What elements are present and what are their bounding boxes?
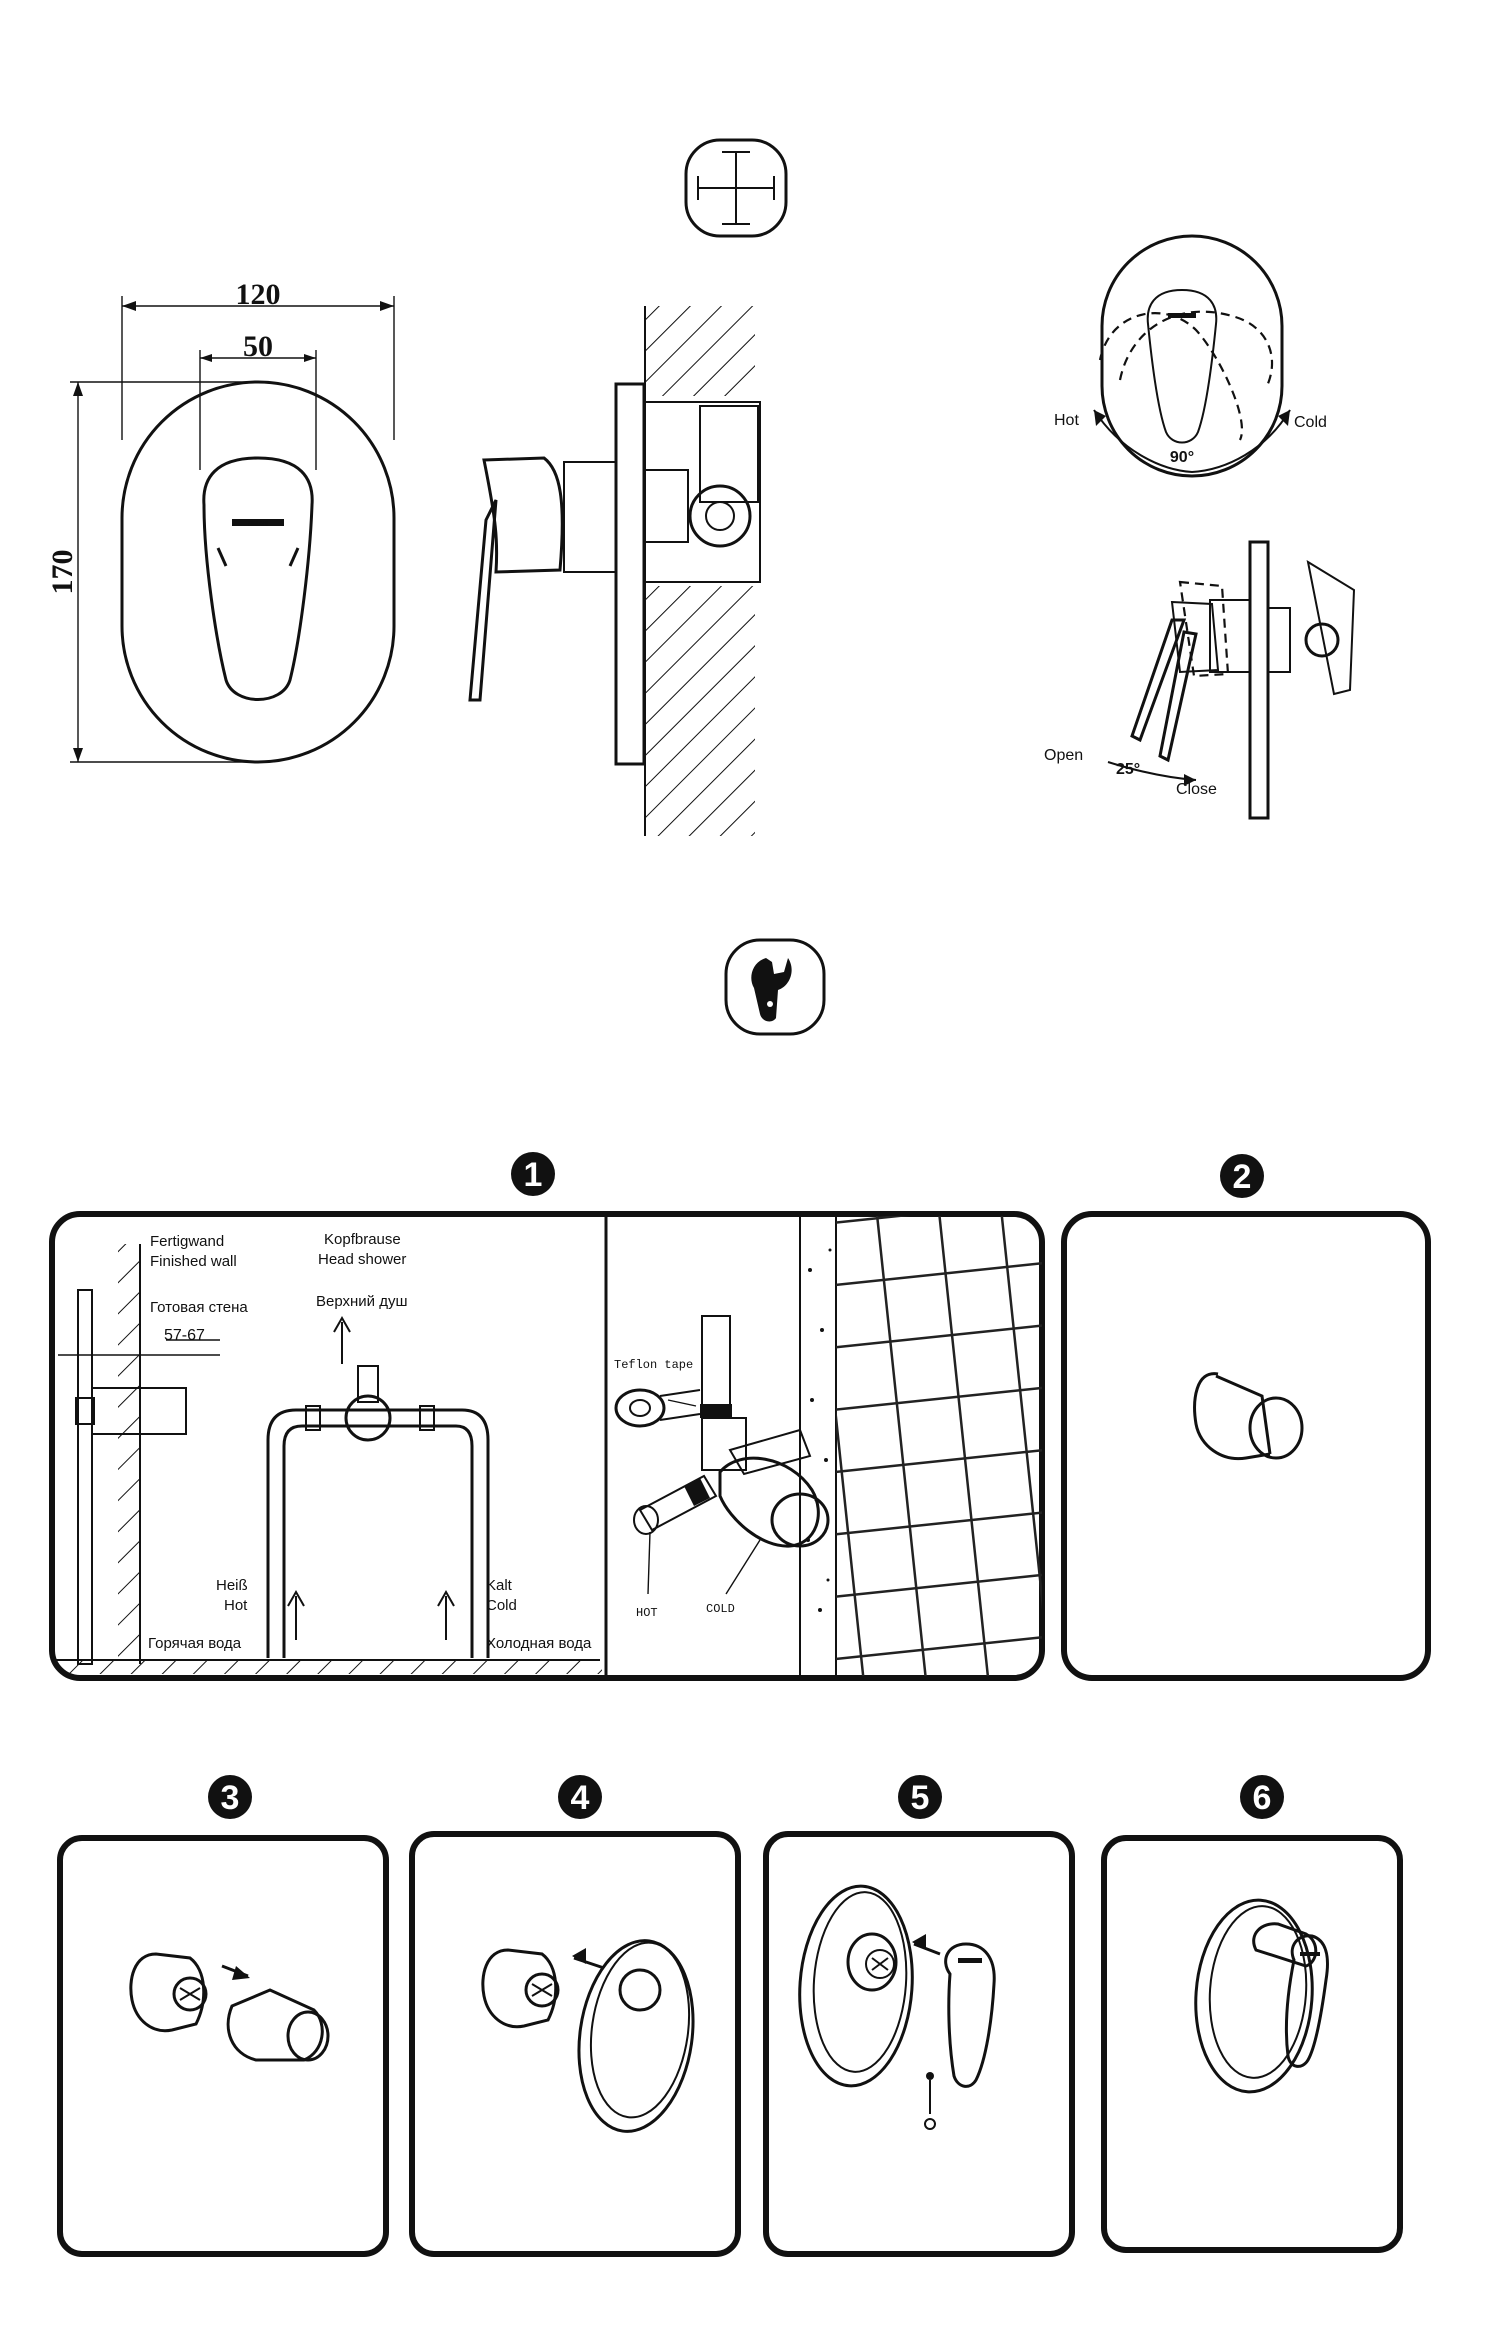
dimension-cross-icon	[684, 138, 788, 238]
rotation-diagram	[1093, 234, 1291, 478]
step-1-panel	[49, 1211, 1045, 1681]
finished-wall-en: Finished wall	[150, 1253, 237, 1270]
head-shower-de: Kopfbrause	[324, 1231, 401, 1248]
close-label: Close	[1176, 781, 1217, 798]
hot-water-ru: Горячая вода	[148, 1635, 242, 1652]
teflon-tape-label: Teflon tape	[614, 1358, 693, 1372]
step-2-panel	[1061, 1211, 1431, 1681]
svg-text:1: 1	[524, 1156, 543, 1194]
hot-water-en: Hot	[224, 1597, 248, 1614]
hot-rotation-label: Hot	[1054, 412, 1079, 429]
step-3-panel	[57, 1835, 389, 2257]
finished-wall-de: Fertigwand	[150, 1233, 224, 1250]
brand-mark: SMAN	[248, 521, 269, 528]
cold-rotation-label: Cold	[1294, 414, 1327, 431]
step-4-badge: 4	[558, 1775, 602, 1819]
side-view-drawing	[468, 306, 761, 836]
cold-water-en: Cold	[486, 1597, 517, 1614]
dimension-width: 120	[236, 278, 281, 311]
lever-angle-label: 25°	[1116, 761, 1140, 778]
step-4-panel	[409, 1831, 741, 2257]
step-3-badge: 3	[208, 1775, 252, 1819]
head-shower-ru: Верхний душ	[316, 1293, 408, 1310]
svg-text:6: 6	[1253, 1779, 1272, 1817]
step-5-panel	[763, 1831, 1075, 2257]
step-6-badge: 6	[1240, 1775, 1284, 1819]
dimension-height: 170	[46, 550, 79, 595]
step-6-panel	[1101, 1835, 1403, 2253]
step-2-badge: 2	[1220, 1154, 1264, 1198]
finished-wall-ru: Готовая стена	[150, 1299, 248, 1316]
head-shower-en: Head shower	[318, 1251, 406, 1268]
cold-water-ru: Холодная вода	[486, 1635, 592, 1652]
depth-label: 57-67	[164, 1327, 205, 1344]
step-5-badge: 5	[898, 1775, 942, 1819]
lever-angle-diagram	[1107, 540, 1356, 820]
svg-text:5: 5	[911, 1779, 930, 1817]
hot-pipe-label: HOT	[636, 1606, 658, 1620]
front-view-drawing	[70, 296, 396, 764]
dimension-inner-width: 50	[243, 330, 273, 363]
rotation-angle-label: 90°	[1170, 449, 1194, 466]
svg-text:3: 3	[221, 1779, 240, 1817]
svg-text:2: 2	[1233, 1158, 1252, 1196]
wrench-icon	[724, 938, 826, 1036]
open-label: Open	[1044, 747, 1083, 764]
cold-pipe-label: COLD	[706, 1602, 735, 1616]
hot-water-de: Heiß	[216, 1577, 248, 1594]
svg-text:4: 4	[571, 1779, 590, 1817]
step-1-badge: 1	[511, 1152, 555, 1196]
cold-water-de: Kalt	[486, 1577, 513, 1594]
